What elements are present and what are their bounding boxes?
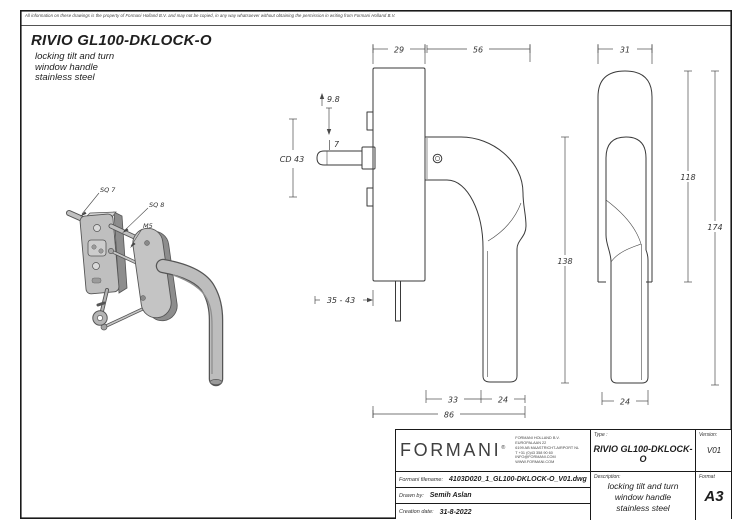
dim-35-43: 35 - 43 xyxy=(314,290,374,306)
product-subtitle-line: stainless steel xyxy=(35,72,95,83)
product-title: RIVIO GL100-DKLOCK-O xyxy=(31,32,212,49)
version-value: V01 xyxy=(706,446,722,455)
format-label: Format xyxy=(699,474,715,480)
description-label: Description: xyxy=(594,474,621,480)
iso-handle-grip xyxy=(155,258,224,387)
dim-118: 118 xyxy=(674,70,702,283)
side-tab-bottom xyxy=(366,187,374,207)
dim-31: 31 xyxy=(597,44,653,64)
description-text: locking tilt and turn window handle stai… xyxy=(607,481,679,514)
svg-text:CD 43: CD 43 xyxy=(280,155,304,164)
sheet-border xyxy=(19,10,733,519)
svg-text:56: 56 xyxy=(473,46,483,55)
svg-text:118: 118 xyxy=(680,173,695,182)
description-cell: Description: locking tilt and turn windo… xyxy=(590,471,695,520)
product-subtitle-line: locking tilt and turn xyxy=(35,51,115,62)
svg-text:31: 31 xyxy=(620,46,630,55)
side-view xyxy=(316,67,527,383)
side-handle-profile xyxy=(425,136,527,383)
creation-date-label: Creation date: xyxy=(399,509,434,515)
type-label: Type : xyxy=(594,432,608,438)
dim-33: 33 xyxy=(425,390,482,405)
svg-text:35 - 43: 35 - 43 xyxy=(327,296,355,305)
svg-text:86: 86 xyxy=(444,411,454,420)
svg-text:24: 24 xyxy=(620,398,630,407)
sq7-label: SQ 7 xyxy=(100,186,116,194)
dim-7: 7 xyxy=(329,140,340,150)
dim-56: 56 xyxy=(426,44,531,62)
version-label: Version: xyxy=(699,432,718,438)
drawn-by-label: Drawn by: xyxy=(399,492,424,499)
iso-annotations: SQ 7 SQ 8 M5 xyxy=(80,186,164,248)
formani-logo: FORMANI® xyxy=(400,440,506,460)
svg-text:33: 33 xyxy=(448,396,458,405)
side-spindle-pin xyxy=(395,280,401,322)
dimensions: 29 56 31 9.8 xyxy=(280,44,729,420)
creation-date-row: Creation date: 31-8-2022 xyxy=(396,503,590,520)
format-cell: Format A3 xyxy=(695,471,732,520)
side-screw-hole xyxy=(432,153,443,164)
dim-24-front: 24 xyxy=(601,390,649,407)
sq8-label: SQ 8 xyxy=(149,201,164,209)
iso-view: SQ 7 SQ 8 M5 xyxy=(66,186,224,387)
dim-cd43: CD 43 xyxy=(280,118,304,198)
version-cell: Version: V01 xyxy=(695,430,732,471)
company-address: FORMANI HOLLAND B.V. EUROPALAAN 22 6199 … xyxy=(515,435,580,465)
dim-29: 29 xyxy=(372,44,426,64)
iso-gearbox xyxy=(79,211,128,295)
filename-label: Formani filename: xyxy=(399,476,444,483)
filename-row: Formani filename: 4103D020_1_GL100-DKLOC… xyxy=(396,471,590,487)
format-value: A3 xyxy=(704,488,724,505)
type-value: RIVIO GL100-DKLOCK-O xyxy=(593,444,693,464)
iso-screw-m5 xyxy=(108,248,141,266)
front-plate-outline xyxy=(597,70,653,282)
svg-text:29: 29 xyxy=(394,46,404,55)
m5-label: M5 xyxy=(143,222,153,230)
iso-rosette xyxy=(132,227,178,322)
side-tab-top xyxy=(366,111,374,131)
dim-24-side: 24 xyxy=(481,395,526,405)
logo-cell: FORMANI® FORMANI HOLLAND B.V. EUROPALAAN… xyxy=(396,430,590,471)
type-cell: Type : RIVIO GL100-DKLOCK-O xyxy=(590,430,695,471)
dim-174: 174 xyxy=(701,70,729,386)
svg-text:7: 7 xyxy=(334,140,340,149)
side-handle-fold-line xyxy=(487,202,522,242)
svg-text:24: 24 xyxy=(498,396,508,405)
iso-key xyxy=(92,288,109,326)
drawn-by-row: Drawn by: Semih Aslan xyxy=(396,487,590,503)
side-spindle xyxy=(316,146,376,170)
filename-value: 4103D020_1_GL100-DKLOCK-O_V01.dwg xyxy=(449,476,587,483)
creation-date-value: 31-8-2022 xyxy=(439,508,472,516)
dim-86: 86 xyxy=(372,406,526,420)
title-block: FORMANI® FORMANI HOLLAND B.V. EUROPALAAN… xyxy=(395,429,732,520)
svg-text:174: 174 xyxy=(707,223,722,232)
product-subtitle-line: window handle xyxy=(35,61,98,73)
product-header: RIVIO GL100-DKLOCK-O locking tilt and tu… xyxy=(31,32,212,84)
front-view xyxy=(597,70,653,384)
svg-text:9.8: 9.8 xyxy=(327,95,340,104)
disclaimer-text: All information on these drawings is the… xyxy=(25,13,396,18)
dim-138: 138 xyxy=(551,136,579,384)
dim-9-8: 9.8 xyxy=(319,93,340,135)
front-fold-curve xyxy=(605,199,642,245)
drawn-by-value: Semih Aslan xyxy=(429,492,472,499)
svg-text:138: 138 xyxy=(557,257,572,266)
side-plate xyxy=(372,67,426,282)
